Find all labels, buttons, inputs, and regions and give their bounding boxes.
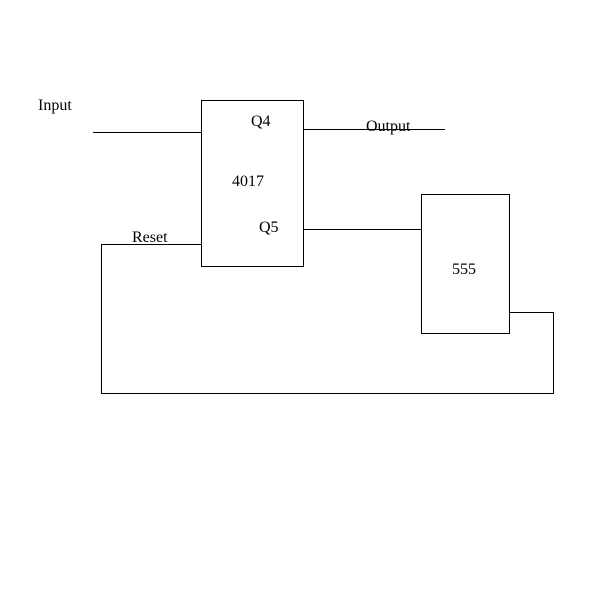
reset-label: Reset [132,229,168,246]
q5-pin-label: Q5 [259,219,279,236]
timer-chip-label: 555 [452,261,476,278]
input-label: Input [38,97,72,114]
timer-555-box [421,194,510,334]
output-label: Output [366,118,411,135]
counter-4017-box [201,100,304,267]
reset-feedback-wire [101,244,554,394]
q4-pin-label: Q4 [251,113,271,130]
counter-chip-label: 4017 [232,173,264,190]
